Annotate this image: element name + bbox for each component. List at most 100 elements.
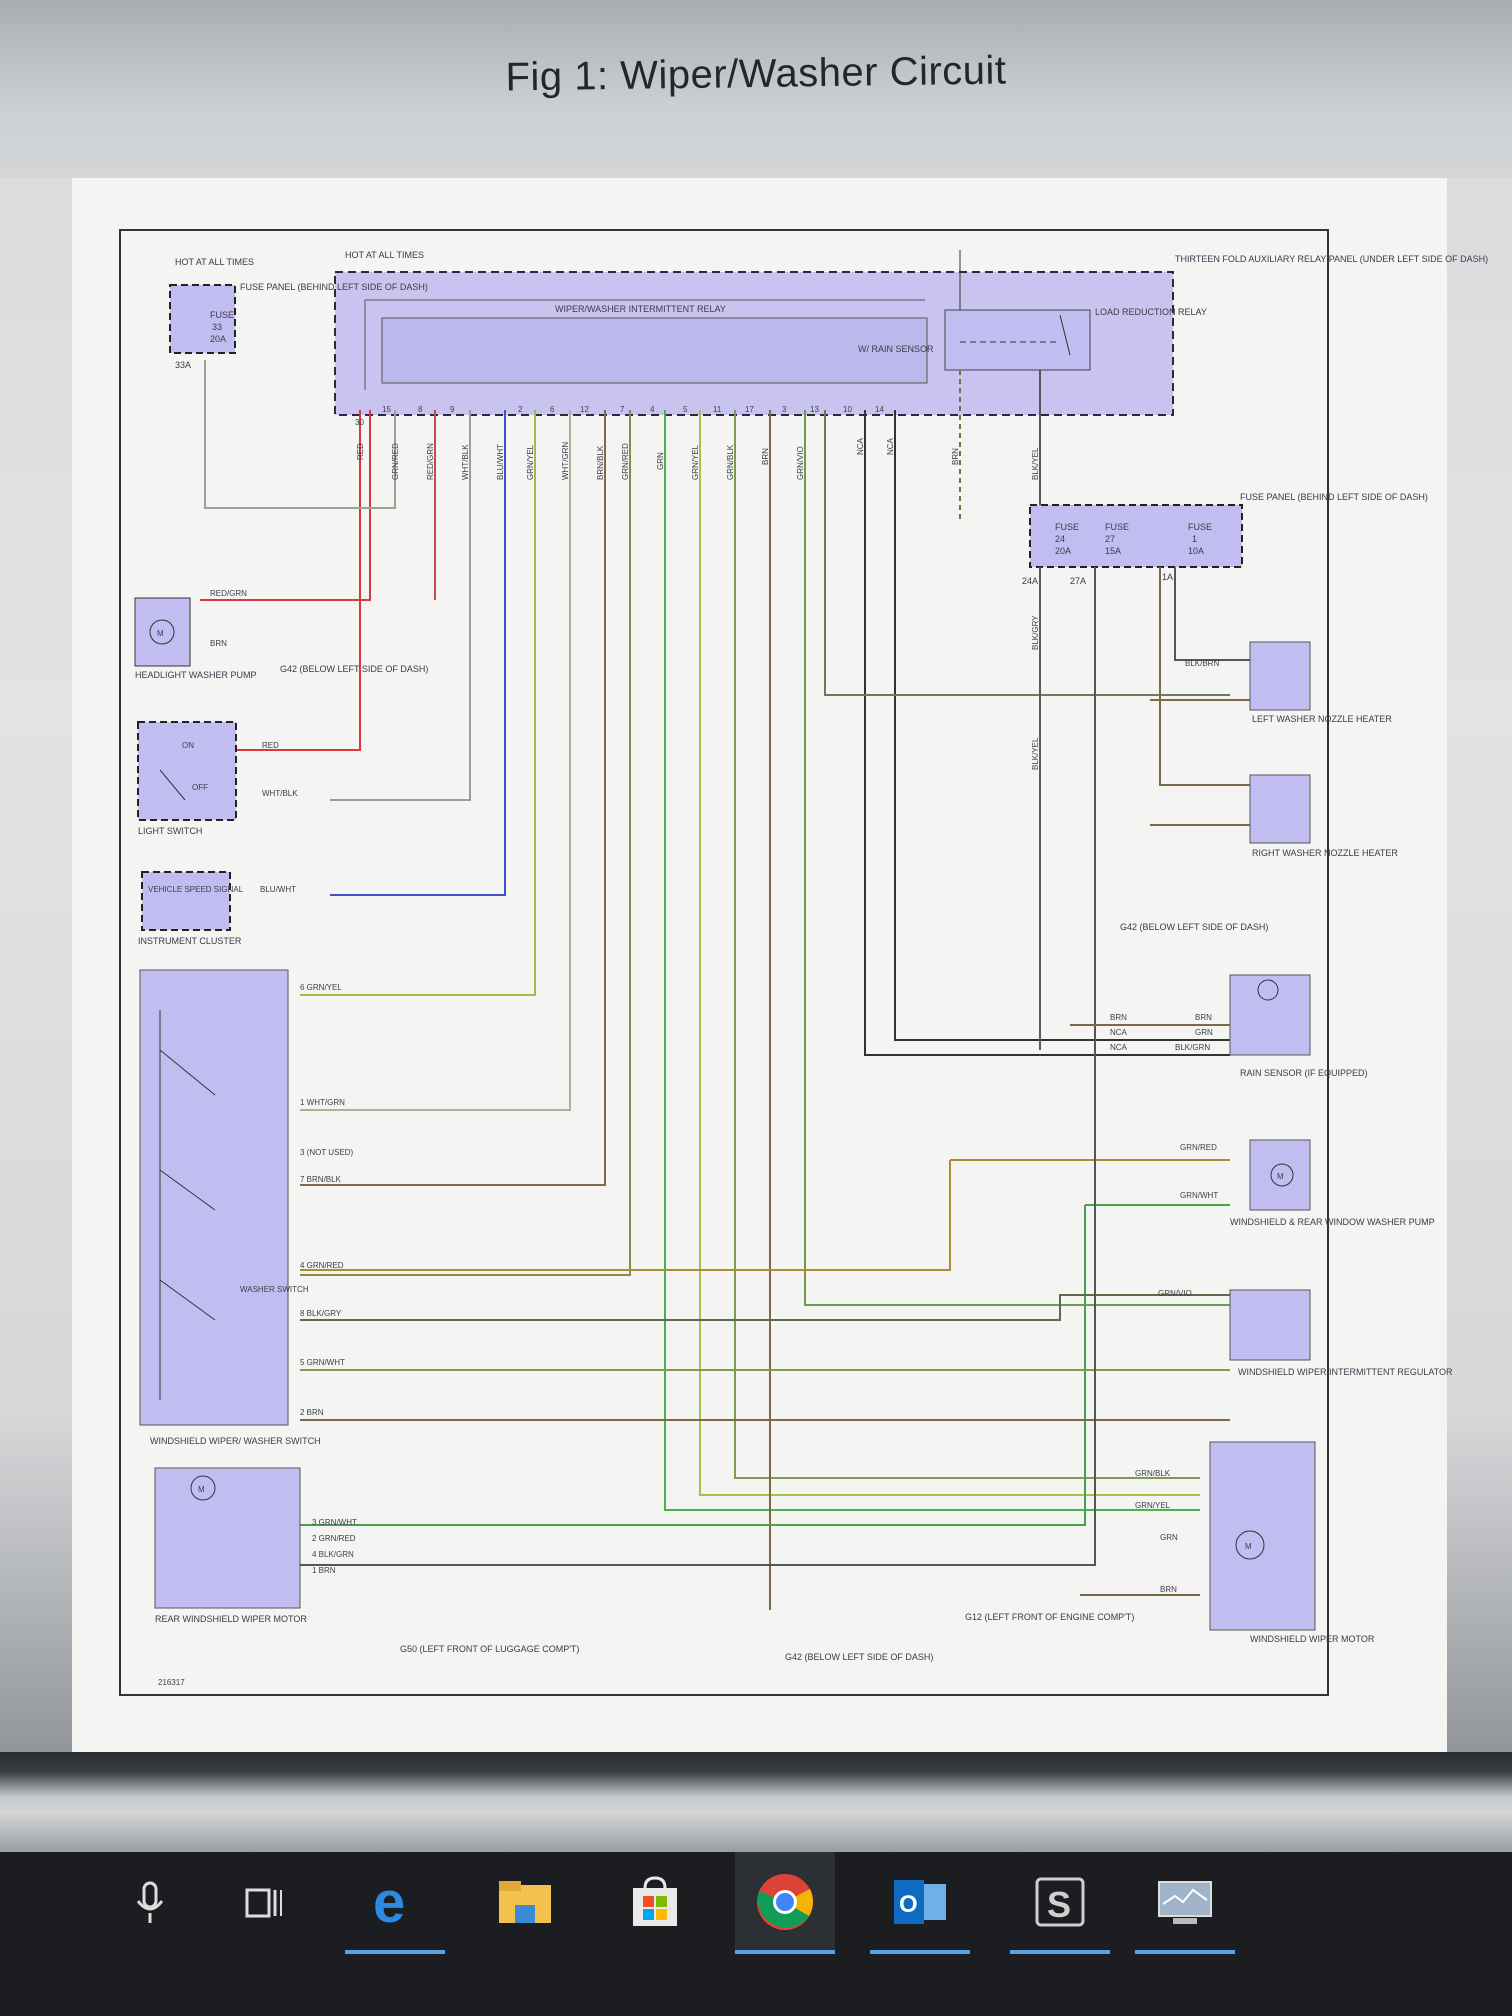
right-fuse-24: FUSE xyxy=(1055,522,1079,532)
edge-active-indicator xyxy=(345,1950,445,1954)
rear-motor-wire-labels: 3 GRN/WHT 2 GRN/RED 4 BLK/GRN 1 BRN xyxy=(312,1518,357,1575)
instrument-cluster-box xyxy=(141,871,231,931)
app-s-icon[interactable]: S xyxy=(1010,1852,1110,1952)
intermittent-regulator-box xyxy=(1229,1289,1311,1361)
g12-label: G12 (LEFT FRONT OF ENGINE COMP'T) xyxy=(965,1612,1134,1622)
wire-brn: BRN xyxy=(210,639,227,648)
motor-wire-brn: BRN xyxy=(1160,1585,1177,1594)
g50-label: G50 (LEFT FRONT OF LUGGAGE COMP'T) xyxy=(400,1644,579,1654)
svg-text:M: M xyxy=(1245,1542,1252,1551)
monitor-bezel xyxy=(0,1752,1512,1852)
light-switch-label: LIGHT SWITCH xyxy=(138,826,202,836)
left-fuse-amps: 20A xyxy=(210,334,226,344)
pin-13: 13 xyxy=(810,405,819,414)
app-s-active-indicator xyxy=(1010,1950,1110,1954)
svg-text:O: O xyxy=(899,1891,918,1918)
rain-wire-nca-1: NCA xyxy=(1110,1028,1128,1037)
switch-wire-1: 1 WHT/GRN xyxy=(300,1098,345,1107)
rain-sensor-icon xyxy=(1257,979,1279,1001)
task-view-icon[interactable] xyxy=(215,1852,315,1952)
rain-wire-nca-2: NCA xyxy=(1110,1043,1128,1052)
pin-3: 3 xyxy=(782,405,787,414)
right-fuse-24-term: 24A xyxy=(1022,576,1038,586)
relay-wire-labels: RED GRN/RED RED/GRN WHT/BLK BLU/WHT GRN/… xyxy=(356,437,1040,480)
load-reduction-relay-label: LOAD REDUCTION RELAY xyxy=(1095,307,1207,317)
right-fuse-24-no: 24 xyxy=(1055,534,1065,544)
wire-label-grn-vio: GRN/VIO xyxy=(796,446,805,480)
chrome-icon[interactable] xyxy=(735,1852,835,1952)
wires xyxy=(200,360,1250,1610)
pin-5: 5 xyxy=(683,405,688,414)
wire-grn-red-pump: GRN/RED xyxy=(1180,1143,1217,1152)
file-explorer-icon[interactable] xyxy=(475,1852,575,1952)
right-fuse-24-amps: 20A xyxy=(1055,546,1071,556)
light-switch-on: ON xyxy=(182,741,194,750)
wire-blk-brn: BLK/BRN xyxy=(1185,659,1219,668)
wire-grn-wht-pump: GRN/WHT xyxy=(1180,1191,1218,1200)
right-fuse-1-term: 1A xyxy=(1162,572,1173,582)
motor-wire-grn-blk: GRN/BLK xyxy=(1135,1469,1171,1478)
left-fuse-box xyxy=(169,284,236,354)
wire-label-nca-2: NCA xyxy=(886,437,895,455)
app-monitor-icon[interactable] xyxy=(1135,1852,1235,1952)
right-fuse-27: FUSE xyxy=(1105,522,1129,532)
left-fuse-terminal: 33A xyxy=(175,360,191,370)
aux-relay-panel-label: THIRTEEN FOLD AUXILIARY RELAY PANEL (UND… xyxy=(1175,254,1488,264)
outlook-icon[interactable]: O xyxy=(870,1852,970,1952)
motor-wire-grn-yel: GRN/YEL xyxy=(1135,1501,1171,1510)
wire-red-grn: RED/GRN xyxy=(210,589,247,598)
washer-pump-motor-icon xyxy=(1270,1163,1294,1187)
pin-14: 14 xyxy=(875,405,884,414)
switch-wire-8: 8 BLK/GRY xyxy=(300,1309,342,1318)
rear-wiper-motor-label: REAR WINDSHIELD WIPER MOTOR xyxy=(155,1614,307,1624)
rear-wire-1: 1 BRN xyxy=(312,1566,336,1575)
edge-icon[interactable]: e xyxy=(345,1852,445,1952)
wire-grn-vio: GRN/VIO xyxy=(1158,1289,1192,1298)
pin-4: 4 xyxy=(650,405,655,414)
wire-blk-gry: BLK/GRY xyxy=(1031,615,1040,650)
wire-label-nca-1: NCA xyxy=(856,437,865,455)
rear-wiper-motor-icon xyxy=(190,1475,216,1501)
intermittent-relay-box xyxy=(381,317,928,384)
washer-pump-label: WINDSHIELD & REAR WINDOW WASHER PUMP xyxy=(1230,1217,1435,1227)
microphone-icon[interactable] xyxy=(100,1852,200,1952)
outlook-active-indicator xyxy=(870,1950,970,1954)
wire-label-brn-blk: BRN/BLK xyxy=(596,445,605,480)
rain-sensor-wire-labels: BRN NCA NCA BRN GRN BLK/GRN xyxy=(1110,1013,1213,1052)
right-fuse-panel: FUSE PANEL (BEHIND LEFT SIDE OF DASH) xyxy=(1240,492,1428,502)
relay-name: WIPER/WASHER INTERMITTENT RELAY xyxy=(555,304,726,314)
motor-wire-grn: GRN xyxy=(1160,1533,1178,1542)
right-fuse-27-term: 27A xyxy=(1070,576,1086,586)
wire-label-red-grn: RED/GRN xyxy=(426,443,435,480)
rain-wire-grn: GRN xyxy=(1195,1028,1213,1037)
switch-wire-3: 3 (NOT USED) xyxy=(300,1148,354,1157)
g42-label-bottom: G42 (BELOW LEFT SIDE OF DASH) xyxy=(785,1652,933,1662)
wire-label-grn-red-2: GRN/RED xyxy=(621,443,630,480)
wiring-diagram: WIPER/WASHER INTERMITTENT RELAY W/ RAIN … xyxy=(72,178,1488,1756)
vehicle-speed-signal: VEHICLE SPEED SIGNAL xyxy=(148,885,244,894)
pin-8: 8 xyxy=(418,405,423,414)
wiper-motor-wire-labels: GRN/BLK GRN/YEL GRN BRN xyxy=(1135,1469,1178,1594)
svg-text:M: M xyxy=(1277,1172,1284,1181)
wire-label-wht-blk: WHT/BLK xyxy=(461,444,470,480)
right-fuse-27-amps: 15A xyxy=(1105,546,1121,556)
right-fuse-27-no: 27 xyxy=(1105,534,1115,544)
instrument-cluster-label: INSTRUMENT CLUSTER xyxy=(138,936,242,946)
pin-9: 9 xyxy=(450,405,455,414)
rear-wire-3: 3 GRN/WHT xyxy=(312,1518,357,1527)
rear-wire-2: 2 GRN/RED xyxy=(312,1534,356,1543)
switch-wire-4: 4 GRN/RED xyxy=(300,1261,344,1270)
diagram-frame xyxy=(119,229,1329,1696)
title-bar xyxy=(0,0,1512,178)
svg-text:M: M xyxy=(198,1485,205,1494)
right-fuse-box xyxy=(1029,504,1243,568)
store-icon[interactable] xyxy=(605,1852,705,1952)
left-fuse-hot: HOT AT ALL TIMES xyxy=(175,257,254,267)
switch-wire-7: 7 BRN/BLK xyxy=(300,1175,342,1184)
svg-text:e: e xyxy=(373,1872,405,1932)
svg-text:S: S xyxy=(1047,1884,1071,1925)
washer-switch-label: WASHER SWITCH xyxy=(240,1285,309,1294)
pin-12: 12 xyxy=(580,405,589,414)
wiper-motor-label: WINDSHIELD WIPER MOTOR xyxy=(1250,1634,1375,1644)
chrome-active-indicator xyxy=(735,1950,835,1954)
